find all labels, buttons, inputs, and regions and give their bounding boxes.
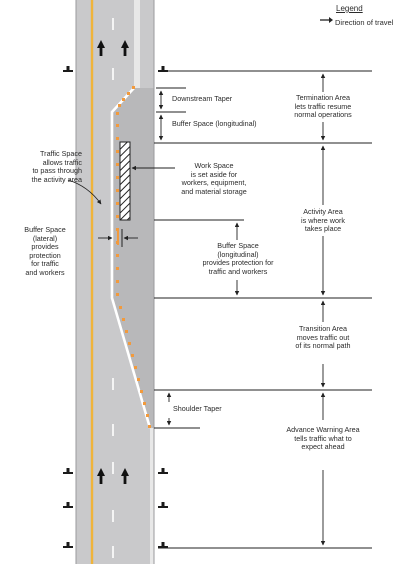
advance-warning-area-label: Advance Warning Area tells traffic what …	[286, 425, 360, 452]
warning-sign-icon	[158, 66, 168, 548]
legend-title: Legend	[336, 4, 363, 13]
work-space-block	[119, 141, 131, 221]
traffic-space-label: Traffic Space allows traffic to pass thr…	[31, 149, 82, 184]
area-boundary-lines	[154, 70, 372, 549]
termination-area-label: Termination Area lets traffic resume nor…	[294, 93, 352, 120]
right-edge-strip	[134, 0, 140, 88]
downstream-taper-label: Downstream Taper	[172, 94, 233, 103]
buffer-space-lateral-label: Buffer Space (lateral) provides protecti…	[24, 225, 66, 277]
activity-area-label: Activity Area is where work takes place	[301, 207, 345, 234]
dimension-arrows	[158, 73, 326, 546]
warning-sign-icon	[63, 66, 73, 548]
arrow-up-icon	[97, 40, 129, 484]
buffer-space-longitudinal-mid-label: Buffer Space (longitudinal) provides pro…	[202, 241, 274, 276]
transition-area-label: Transition Area moves traffic out of its…	[295, 324, 351, 351]
buffer-space-longitudinal-top-label: Buffer Space (longitudinal)	[172, 119, 257, 128]
right-edge-strip	[150, 428, 154, 564]
legend-direction-text: Direction of travel	[335, 18, 394, 27]
shoulder-taper-label: Shoulder Taper	[173, 404, 222, 413]
pointer-lines	[67, 165, 175, 241]
legend-direction-label: Direction of travel	[327, 18, 393, 27]
legend-arrow-icon	[320, 17, 333, 23]
work-space-label: Work Space is set aside for workers, equ…	[181, 161, 247, 196]
